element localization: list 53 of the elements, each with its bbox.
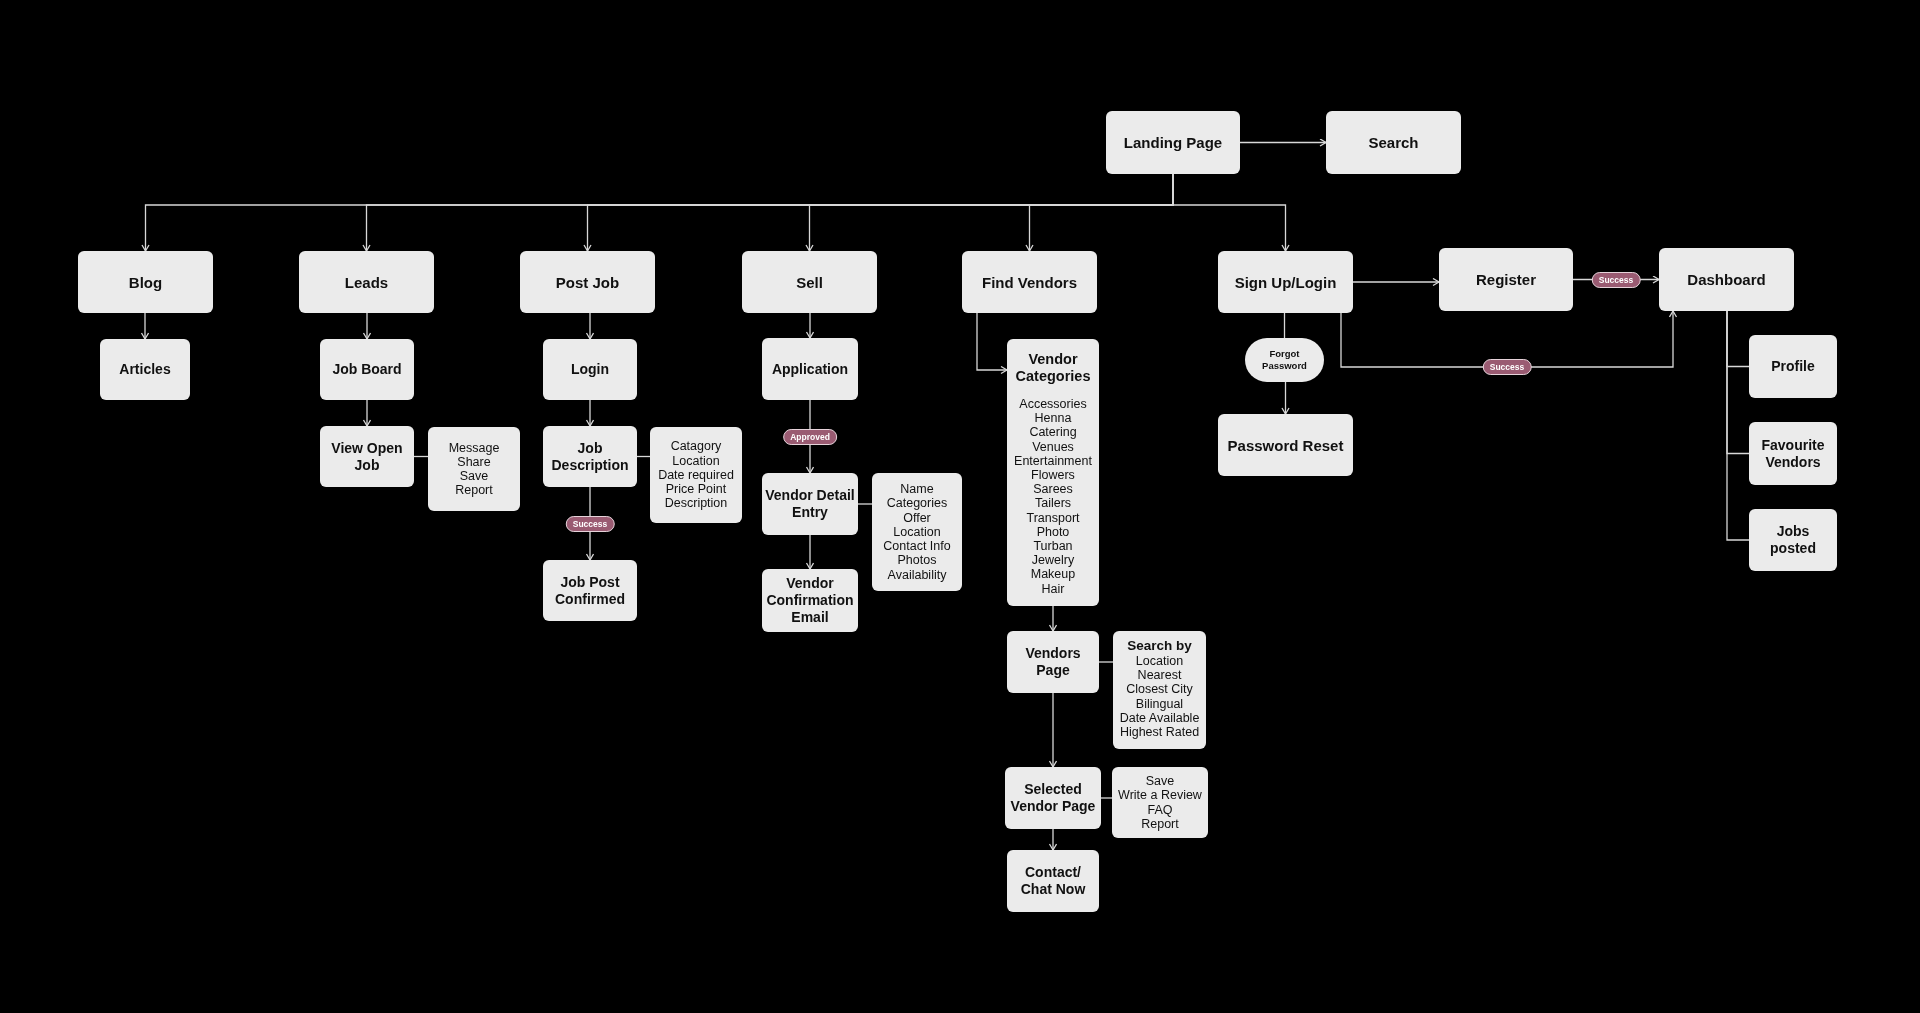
page-box: Post Job <box>520 251 655 313</box>
connector-arrow <box>1172 173 1290 252</box>
page-box: Login <box>543 339 637 400</box>
decision-pill: Forgot Password <box>1245 338 1324 382</box>
page-box: Search <box>1326 111 1461 174</box>
connector-arrow <box>1281 381 1290 415</box>
connector-arrow <box>362 399 372 427</box>
page-box: Sign Up/Login <box>1218 251 1353 313</box>
page-box: Selected Vendor Page <box>1005 767 1101 829</box>
detail-box: Vendor Categories Accessories Henna Catering Venues Entertainment Flowers Sarees Tailers Transport Photo Turban Jewelry Makeup Hair <box>1007 339 1099 606</box>
connector-arrow <box>805 534 815 570</box>
page-box: Job Board <box>320 339 414 400</box>
edge-label: Success <box>565 515 615 532</box>
connector-arrow <box>140 312 150 340</box>
edge-label: Success <box>1482 359 1532 375</box>
page-box: Favourite Vendors <box>1749 422 1837 485</box>
connector-arrow <box>585 312 595 340</box>
page-box: Articles <box>100 339 190 400</box>
page-box: View Open Job <box>320 426 414 487</box>
page-box: Job Post Confirmed <box>543 560 637 621</box>
page-box: Jobs posted <box>1749 509 1837 571</box>
detail-box: Catagory Location Date required Price Point Description <box>650 427 742 523</box>
page-box: Vendors Page <box>1007 631 1099 693</box>
page-box: Password Reset <box>1218 414 1353 476</box>
page-box: Sell <box>742 251 877 313</box>
connector-arrow <box>805 312 815 339</box>
edge-label: Approved <box>783 428 837 445</box>
connector-arrow <box>1340 310 1678 368</box>
connector-arrow <box>1048 692 1058 768</box>
connector-arrow <box>362 312 372 340</box>
connector-arrow <box>1352 277 1440 287</box>
page-box: Find Vendors <box>962 251 1097 313</box>
page-box: Application <box>762 338 858 400</box>
edge-label: Success <box>1591 271 1641 288</box>
detail-box: Search by Location Nearest Closest City Bilingual Date Available Highest Rated <box>1113 631 1206 749</box>
connector-arrow <box>1048 828 1058 851</box>
connector-arrow <box>976 312 1008 375</box>
page-box: Dashboard <box>1659 248 1794 311</box>
connector-arrow <box>1239 138 1327 147</box>
page-box: Profile <box>1749 335 1837 398</box>
page-box: Blog <box>78 251 213 313</box>
page-box: Vendor Confirmation Email <box>762 569 858 632</box>
page-box: Landing Page <box>1106 111 1240 174</box>
connector-arrow <box>585 399 595 427</box>
page-box: Job Description <box>543 426 637 487</box>
detail-box: Save Write a Review FAQ Report <box>1112 767 1208 838</box>
page-box: Register <box>1439 248 1573 311</box>
page-box: Contact/ Chat Now <box>1007 850 1099 912</box>
detail-box: Name Categories Offer Location Contact Info Photos Availability <box>872 473 962 591</box>
connector-arrow <box>1048 605 1058 632</box>
page-box: Leads <box>299 251 434 313</box>
detail-box: Message Share Save Report <box>428 427 520 511</box>
page-box: Vendor Detail Entry <box>762 473 858 535</box>
